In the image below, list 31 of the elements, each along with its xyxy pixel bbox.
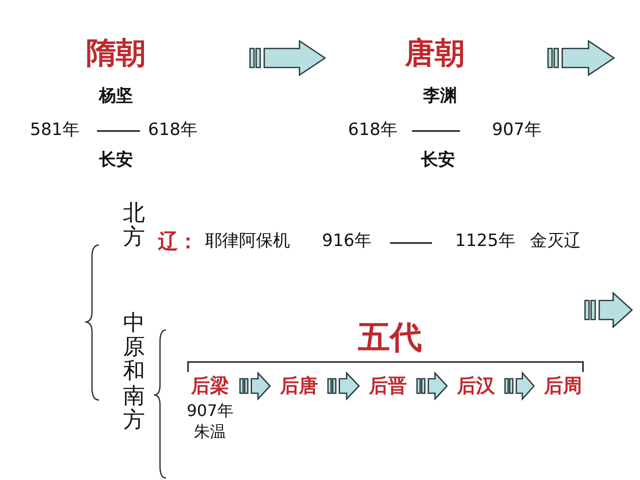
block-arrow (327, 371, 360, 401)
year-text: 618年 (148, 120, 198, 140)
period-title: 五代 (358, 320, 422, 356)
ruler-name: 李渊 (423, 86, 457, 106)
region-text: 中原和南方 (123, 312, 145, 433)
capital-name: 长安 (421, 150, 455, 170)
state-name: 辽： (158, 230, 198, 252)
year-text: 1125年 (455, 232, 516, 251)
ruler-name: 杨坚 (99, 86, 133, 106)
year-text: 916年 (322, 232, 372, 251)
ruler-name: 耶律阿保机 (205, 232, 290, 251)
dynasty-name: 后梁 (190, 374, 230, 399)
region-text: 北方 (123, 202, 145, 250)
block-arrow (239, 371, 271, 401)
block-arrow (504, 371, 535, 401)
dynasty-name: 隋朝 (86, 36, 146, 72)
dynasty-name: 后周 (542, 374, 583, 399)
note-text: 金灭辽 (530, 232, 581, 251)
year-text: 618年 (348, 120, 398, 140)
block-arrow (547, 40, 616, 76)
capital-name: 长安 (99, 150, 133, 170)
note-text: 朱温 (194, 423, 226, 441)
block-arrow (416, 371, 448, 401)
block-arrow (249, 40, 326, 76)
dynasty-name: 后晋 (368, 374, 408, 399)
dynasty-name: 后唐 (278, 374, 319, 399)
year-text: 581年 (30, 120, 80, 140)
dynasty-name: 唐朝 (405, 36, 465, 72)
year-text: 907年 (492, 120, 542, 140)
note-text: 907年 (186, 402, 234, 420)
dynasty-name: 后汉 (456, 374, 496, 399)
